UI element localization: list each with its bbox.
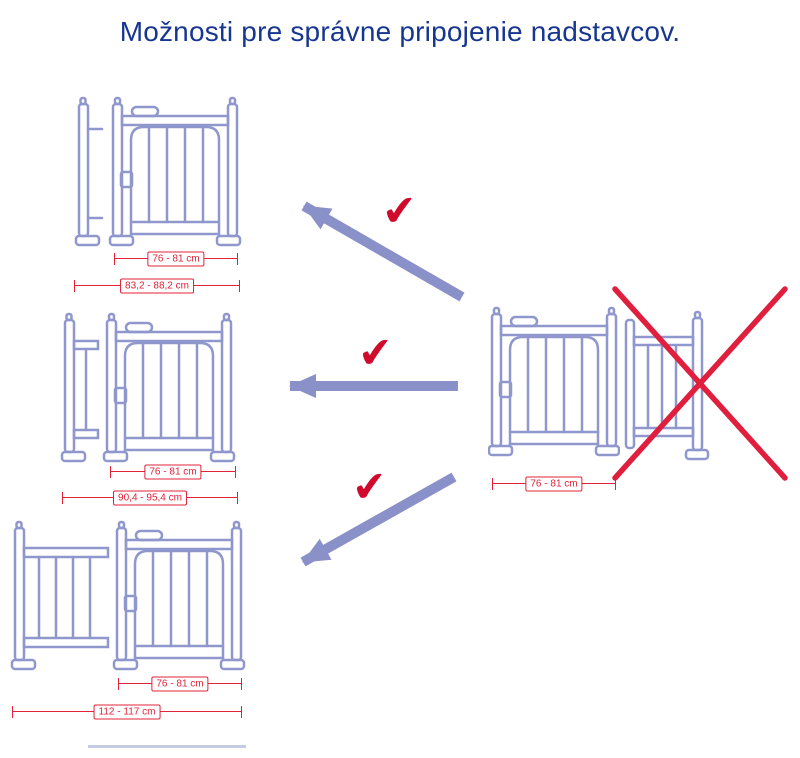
dimension-label: 112 - 117 cm (93, 704, 161, 720)
dimension-tick-right (239, 280, 240, 292)
figure-option-small-extension (70, 96, 248, 256)
source-gate-drawing (488, 306, 620, 457)
figure-source-gate (488, 306, 620, 466)
arrow-to-option1 (301, 201, 465, 302)
dimension-tick-left (118, 678, 119, 690)
connection-arrows (289, 201, 465, 567)
dimension-label: 83,2 - 88,2 cm (120, 278, 194, 294)
cropped-bottom-artifact (88, 745, 246, 748)
dimension-tick-right (241, 706, 242, 718)
dimension-tick-right (241, 678, 242, 690)
dimension-tick-right (235, 466, 236, 478)
dimension-source-gate: 76 - 81 cm (492, 476, 616, 492)
dimension-option1-total: 83,2 - 88,2 cm (74, 278, 240, 294)
dimension-option3-gate: 76 - 81 cm (118, 676, 242, 692)
gate-wide-extension-drawing (10, 520, 246, 671)
dimension-tick-right (237, 253, 238, 265)
dimension-tick-right (615, 478, 616, 490)
checkmark-icon-option3: ✔ (350, 460, 389, 513)
dimension-option2-gate: 76 - 81 cm (110, 464, 236, 480)
dimension-label: 76 - 81 cm (144, 464, 202, 480)
safety-gate (112, 520, 246, 671)
safety-gate (108, 96, 242, 247)
dimension-tick-left (12, 706, 13, 718)
gate-small-extension-drawing (74, 96, 242, 247)
dimension-label: 76 - 81 cm (151, 676, 209, 692)
page-title: Možnosti pre správne pripojenie nadstavc… (119, 16, 681, 47)
dimension-tick-left (62, 492, 63, 504)
dimension-tick-left (492, 478, 493, 490)
arrow-to-option3 (300, 472, 457, 567)
figure-option-wide-extension (10, 520, 250, 680)
dimension-tick-left (74, 280, 75, 292)
dimension-label: 90,4 - 95,4 cm (113, 490, 187, 506)
extension-panel-small (74, 96, 104, 247)
red-cross-icon (612, 286, 788, 481)
dimension-option3-total: 112 - 117 cm (12, 704, 242, 720)
safety-gate (102, 312, 236, 463)
gate-medium-extension-drawing (60, 312, 236, 463)
safety-gate (488, 306, 620, 457)
extension-panel-medium (60, 312, 100, 463)
checkmark-icon-option2: ✔ (356, 326, 395, 379)
dimension-tick-right (237, 492, 238, 504)
dimension-tick-left (110, 466, 111, 478)
dimension-label: 76 - 81 cm (147, 251, 205, 267)
figure-option-medium-extension (60, 312, 238, 472)
dimension-tick-left (114, 253, 115, 265)
checkmark-icon-option1: ✔ (380, 184, 419, 237)
dimension-label: 76 - 81 cm (525, 476, 583, 492)
extension-panel-wide (10, 520, 110, 671)
dimension-option1-gate: 76 - 81 cm (114, 251, 238, 267)
dimension-option2-total: 90,4 - 95,4 cm (62, 490, 238, 506)
